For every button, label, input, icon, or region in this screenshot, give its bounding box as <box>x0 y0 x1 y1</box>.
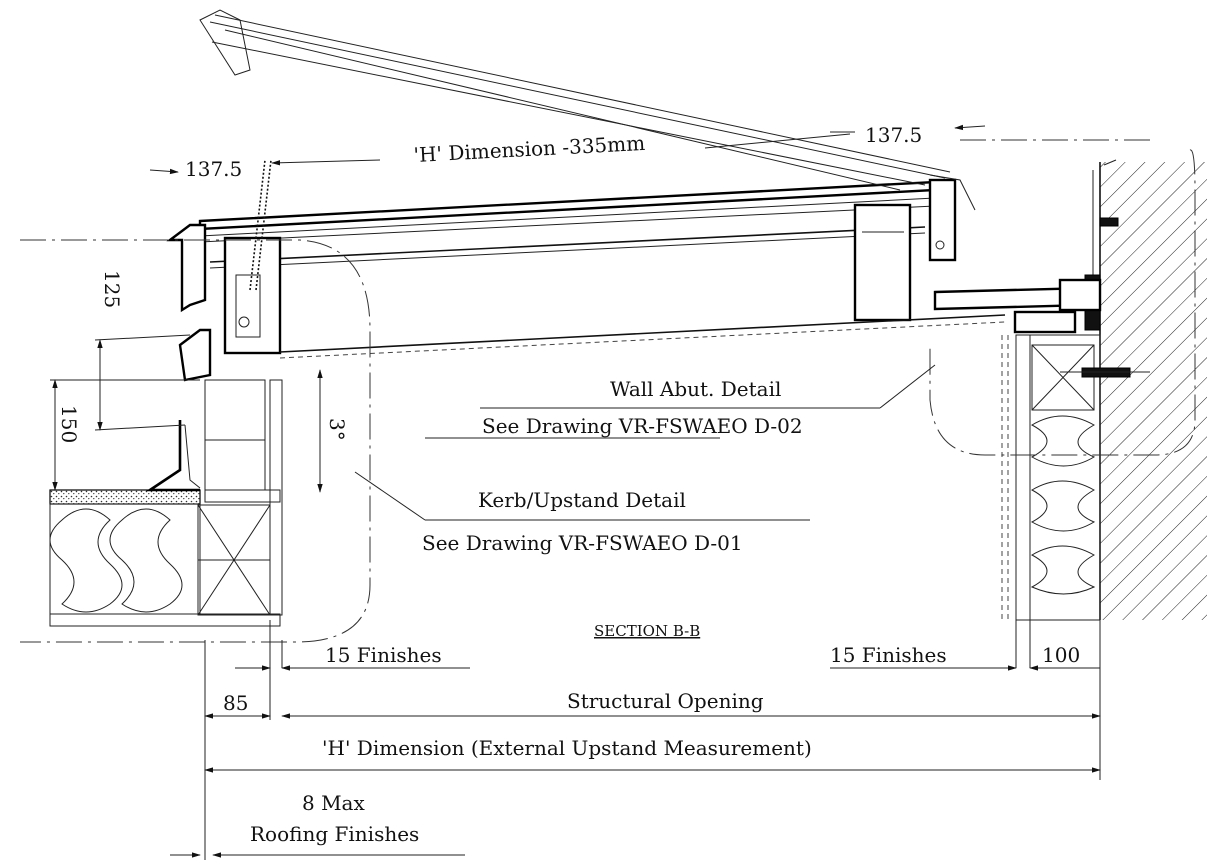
dim-h-minus-335: 'H' Dimension -335mm <box>413 131 646 167</box>
opening-panel <box>166 178 957 382</box>
wall-detail-ref: See Drawing VR-FSWAEO D-02 <box>482 414 803 438</box>
dim-pitch: 3° <box>325 418 349 441</box>
dim-137-5-left: 137.5 <box>185 157 242 181</box>
upstand-kerb <box>145 379 283 616</box>
dim-15-finishes-left: 15 Finishes <box>325 643 442 667</box>
wall-detail-bubble <box>929 139 1196 456</box>
dim-137-5-right: 137.5 <box>865 123 922 147</box>
wall-insulation <box>1001 334 1101 621</box>
dim-100: 100 <box>1042 643 1080 667</box>
dim-125: 125 <box>100 270 124 308</box>
kerb-detail-ref: See Drawing VR-FSWAEO D-01 <box>422 531 743 555</box>
kerb-detail-title: Kerb/Upstand Detail <box>478 488 686 512</box>
masonry-wall <box>1092 159 1207 620</box>
dim-roofing-finishes: Roofing Finishes <box>250 822 419 846</box>
dimension-lines <box>50 124 1101 860</box>
dim-15-finishes-right: 15 Finishes <box>830 643 947 667</box>
dim-structural-opening: Structural Opening <box>567 689 764 713</box>
dim-150: 150 <box>57 405 81 443</box>
open-vent-ghost <box>199 9 976 211</box>
roof-deck <box>49 489 281 627</box>
dim-8-max: 8 Max <box>302 791 365 815</box>
kerb-detail-bubble <box>20 239 371 643</box>
wall-detail-title: Wall Abut. Detail <box>610 377 781 401</box>
actuator-chain <box>249 159 272 291</box>
dim-h-external: 'H' Dimension (External Upstand Measurem… <box>322 736 812 760</box>
dim-85: 85 <box>223 691 248 715</box>
lower-glazing <box>279 278 1102 359</box>
section-title: SECTION B-B <box>594 622 700 640</box>
